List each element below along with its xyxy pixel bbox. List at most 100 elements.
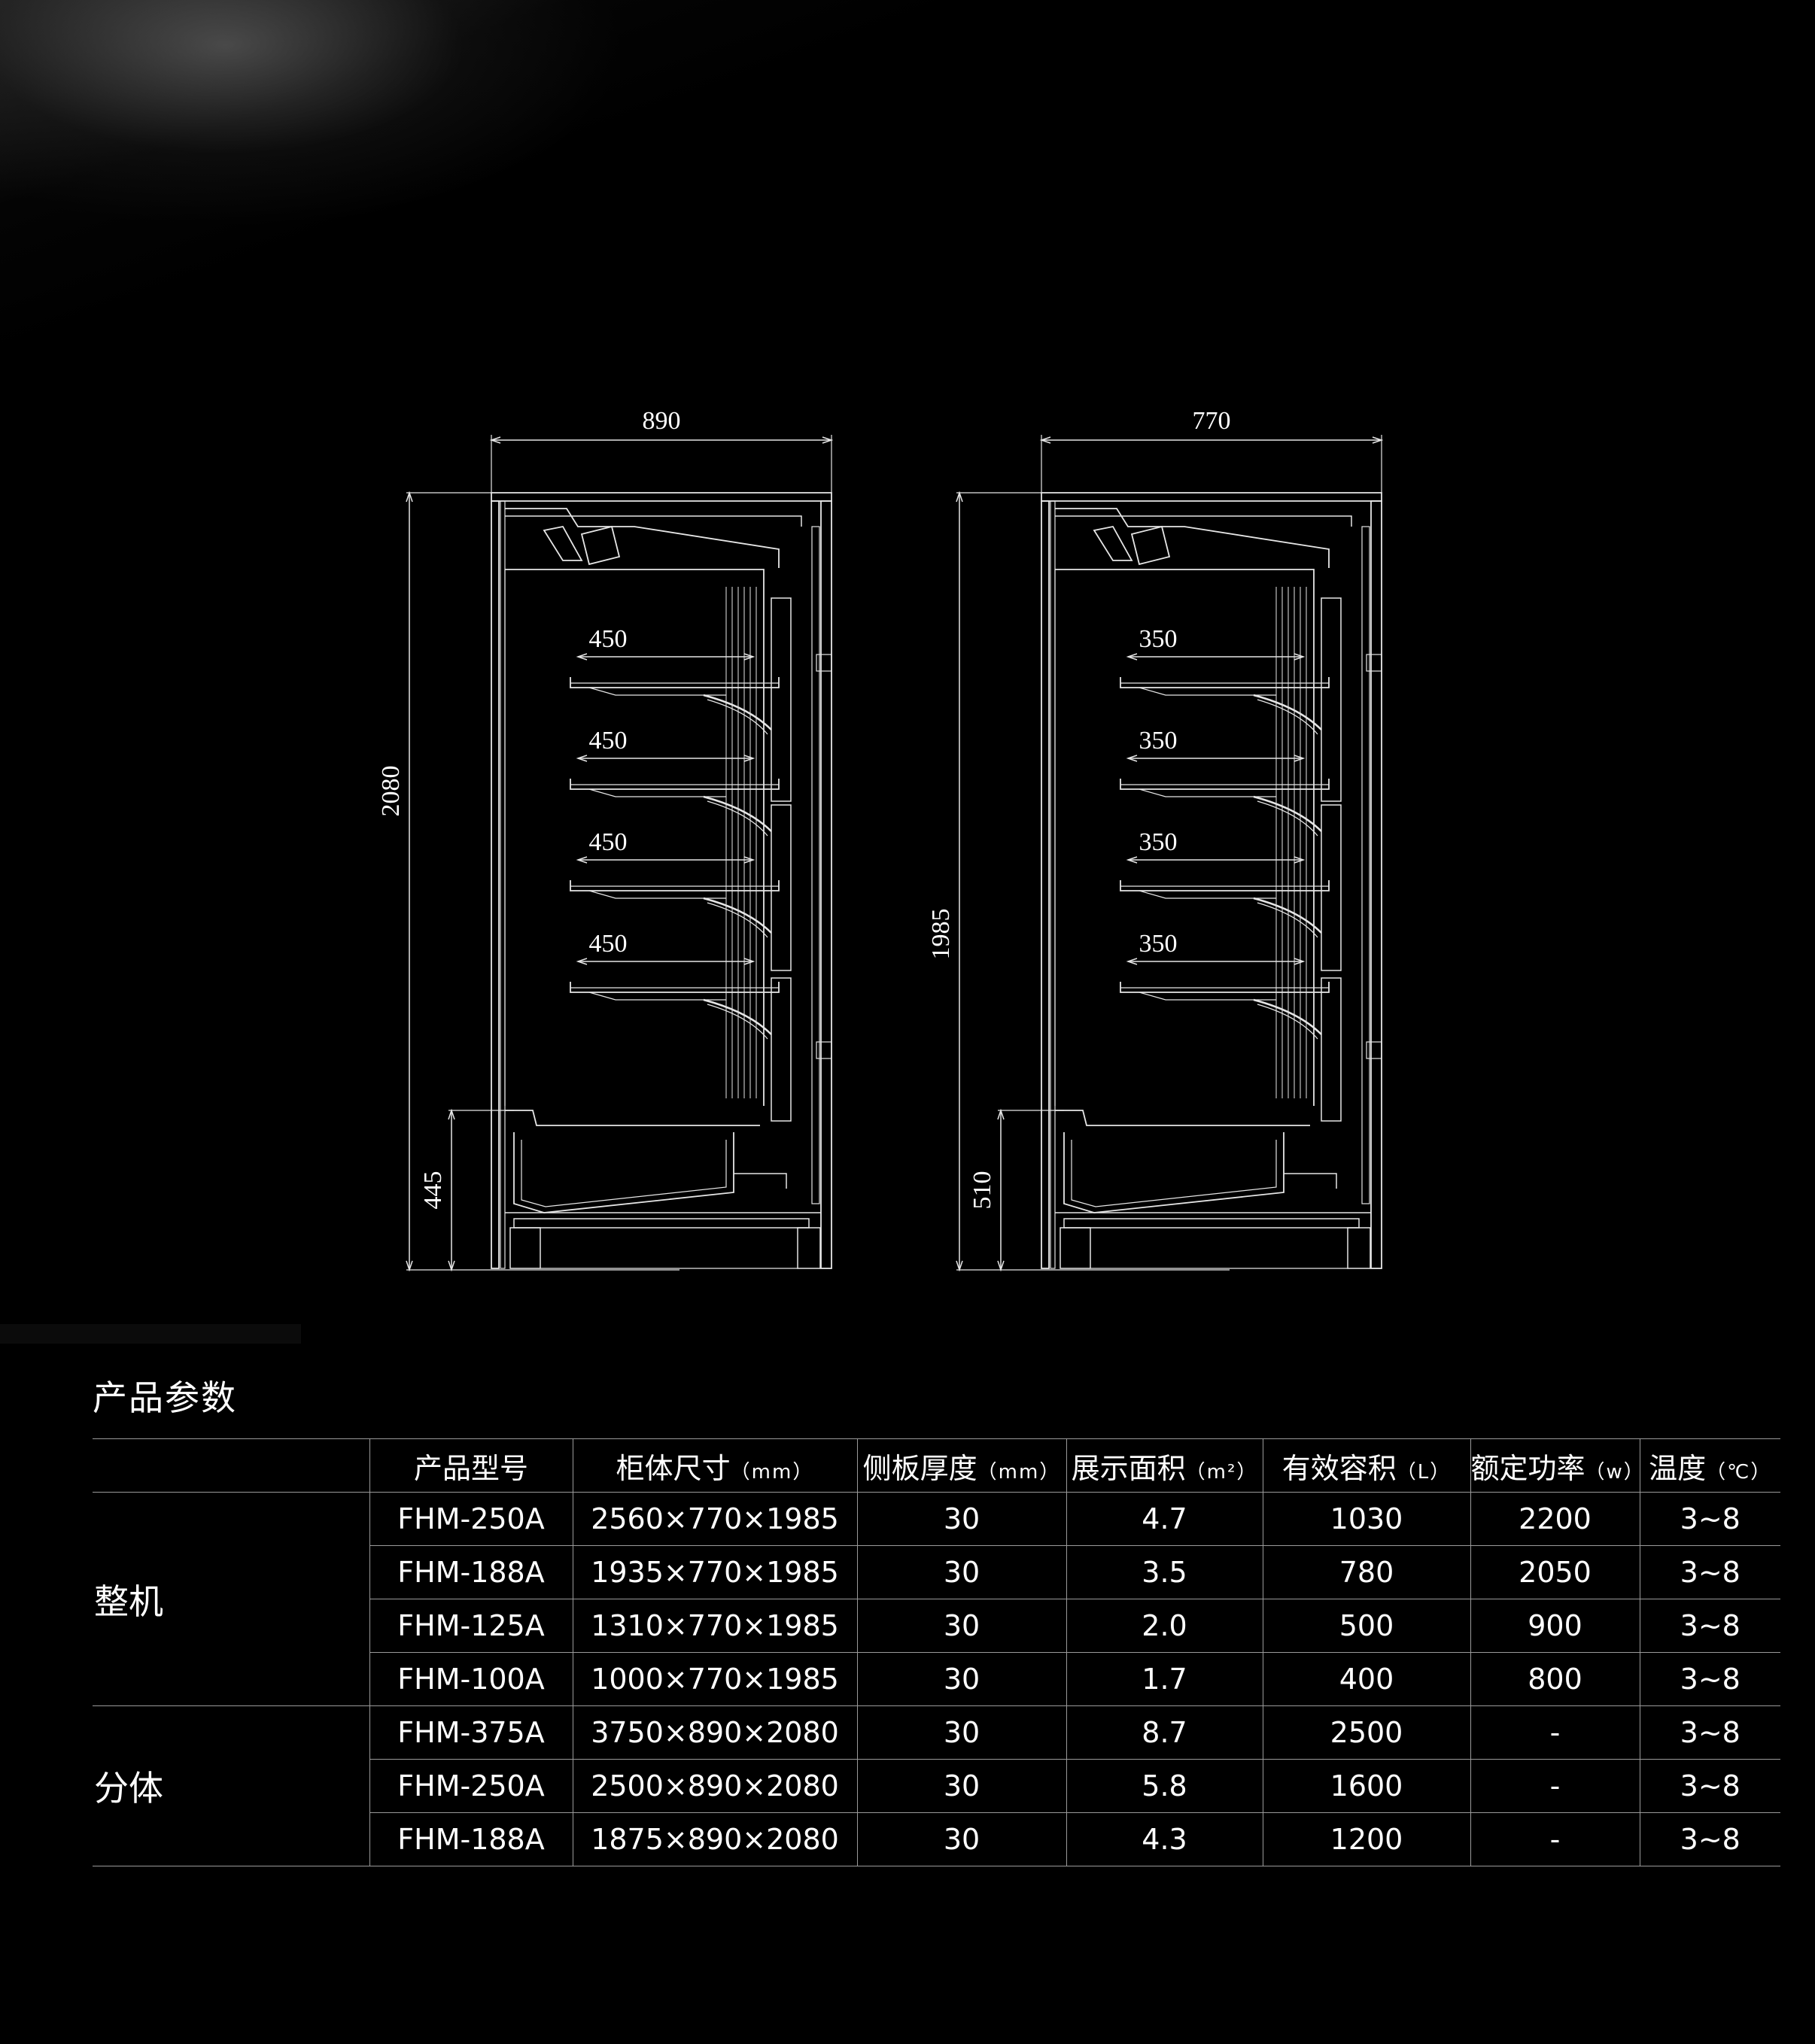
dimension-arrow bbox=[406, 490, 413, 503]
shelf bbox=[1120, 880, 1330, 891]
table-cell: 2050 bbox=[1470, 1545, 1640, 1599]
shelf-bracket bbox=[703, 694, 772, 730]
dimension-arrow bbox=[1126, 856, 1138, 864]
table-cell: FHM-188A bbox=[369, 1545, 573, 1599]
column-header-label: 温度 bbox=[1649, 1451, 1707, 1485]
shelf-depth-label: 350 bbox=[1139, 625, 1178, 653]
column-header-label: 展示面积 bbox=[1071, 1451, 1186, 1485]
base-duct bbox=[734, 1173, 787, 1189]
table-cell: 3~8 bbox=[1639, 1812, 1780, 1866]
dimension-arrow bbox=[743, 653, 755, 661]
shelf-depth-label: 450 bbox=[589, 930, 628, 958]
table-cell: 3.5 bbox=[1066, 1545, 1263, 1599]
table-cell: - bbox=[1470, 1705, 1640, 1760]
table-cell: 1600 bbox=[1262, 1759, 1470, 1813]
fan bbox=[1130, 525, 1171, 566]
dimension-arrow bbox=[576, 755, 588, 762]
table-cell: 1875×890×2080 bbox=[572, 1812, 857, 1866]
top-cap bbox=[1041, 492, 1382, 502]
height-dimension-label: 1985 bbox=[927, 909, 955, 960]
column-header: 温度（℃） bbox=[1639, 1438, 1780, 1493]
dimension-arrow bbox=[1294, 755, 1306, 762]
fan bbox=[580, 525, 621, 566]
table-cell: 3~8 bbox=[1639, 1492, 1780, 1546]
left-wall-inner bbox=[500, 500, 506, 1269]
table-cell: 2500 bbox=[1262, 1705, 1470, 1760]
table-cell: 30 bbox=[856, 1492, 1066, 1546]
dimension-arrow bbox=[576, 856, 588, 864]
table-cell: 1310×770×1985 bbox=[572, 1599, 857, 1653]
group-label: 整机 bbox=[93, 1492, 369, 1706]
back-channel bbox=[1321, 977, 1342, 1122]
well-top bbox=[1055, 1110, 1310, 1126]
base-rail bbox=[1063, 1218, 1360, 1229]
dimension-arrow bbox=[997, 1260, 1005, 1272]
dimension-arrow bbox=[406, 1260, 413, 1272]
back-channel bbox=[771, 977, 792, 1122]
shelf-bracket-line bbox=[707, 902, 768, 938]
back-channel bbox=[771, 597, 792, 802]
wall-clip bbox=[1366, 1041, 1382, 1059]
dimension-arrow bbox=[576, 958, 588, 965]
back-channel bbox=[771, 804, 792, 971]
table-cell: FHM-188A bbox=[369, 1812, 573, 1866]
shelf-bracket bbox=[703, 795, 772, 832]
base-foot bbox=[797, 1227, 821, 1269]
table-cell: 3~8 bbox=[1639, 1545, 1780, 1599]
left-wall bbox=[491, 500, 500, 1269]
shelf-underside bbox=[588, 788, 726, 797]
table-cell: 30 bbox=[856, 1545, 1066, 1599]
left-wall-inner bbox=[1050, 500, 1056, 1269]
column-header: 产品型号 bbox=[369, 1438, 573, 1493]
well-basin bbox=[513, 1132, 734, 1213]
well-basin bbox=[1063, 1132, 1284, 1213]
width-dimension-label: 890 bbox=[643, 407, 681, 435]
table-cell: FHM-375A bbox=[369, 1705, 573, 1760]
column-header-label: 产品型号 bbox=[413, 1451, 528, 1485]
table-cell: 30 bbox=[856, 1652, 1066, 1706]
base-dimension-label: 445 bbox=[419, 1171, 447, 1210]
column-header-label: 侧板厚度 bbox=[862, 1451, 977, 1485]
base-foot bbox=[509, 1227, 541, 1269]
shelf-underside bbox=[1139, 687, 1276, 696]
table-cell: 1000×770×1985 bbox=[572, 1652, 857, 1706]
table-cell: - bbox=[1470, 1812, 1640, 1866]
dimension-arrow bbox=[1126, 653, 1138, 661]
table-cell: 1200 bbox=[1262, 1812, 1470, 1866]
table-cell: 30 bbox=[856, 1812, 1066, 1866]
table-cell: 800 bbox=[1470, 1652, 1640, 1706]
dimension-arrow bbox=[576, 653, 588, 661]
shelf-underside bbox=[588, 890, 726, 899]
shelf-depth-label: 350 bbox=[1139, 828, 1178, 856]
table-corner bbox=[93, 1438, 369, 1493]
width-dimension-label: 770 bbox=[1193, 407, 1231, 435]
dimension-arrow bbox=[448, 1108, 455, 1120]
dimension-arrow bbox=[1294, 856, 1306, 864]
wall-clip bbox=[816, 1041, 832, 1059]
canopy bbox=[505, 508, 780, 568]
height-dimension-label: 2080 bbox=[377, 766, 405, 817]
shelf bbox=[570, 779, 780, 790]
back-channel bbox=[1321, 597, 1342, 802]
table-cell: 3~8 bbox=[1639, 1759, 1780, 1813]
dimension-arrow bbox=[997, 1108, 1005, 1120]
table-cell: 2.0 bbox=[1066, 1599, 1263, 1653]
base-dimension-label: 510 bbox=[968, 1171, 996, 1210]
base-foot bbox=[1347, 1227, 1371, 1269]
dimension-arrow bbox=[1294, 958, 1306, 965]
table-cell: 400 bbox=[1262, 1652, 1470, 1706]
table-cell: 4.7 bbox=[1066, 1492, 1263, 1546]
group-label: 分体 bbox=[93, 1705, 369, 1866]
shelf-underside bbox=[588, 992, 726, 1001]
table-cell: 3750×890×2080 bbox=[572, 1705, 857, 1760]
column-header-unit: （m²） bbox=[1185, 1460, 1258, 1484]
dimension-arrow bbox=[743, 755, 755, 762]
wall-clip bbox=[1366, 654, 1382, 672]
table-cell: 3~8 bbox=[1639, 1599, 1780, 1653]
table-cell: 500 bbox=[1262, 1599, 1470, 1653]
column-header-unit: （mm） bbox=[977, 1460, 1061, 1484]
dimension-arrow bbox=[1294, 653, 1306, 661]
column-header-unit: （L） bbox=[1396, 1460, 1452, 1484]
